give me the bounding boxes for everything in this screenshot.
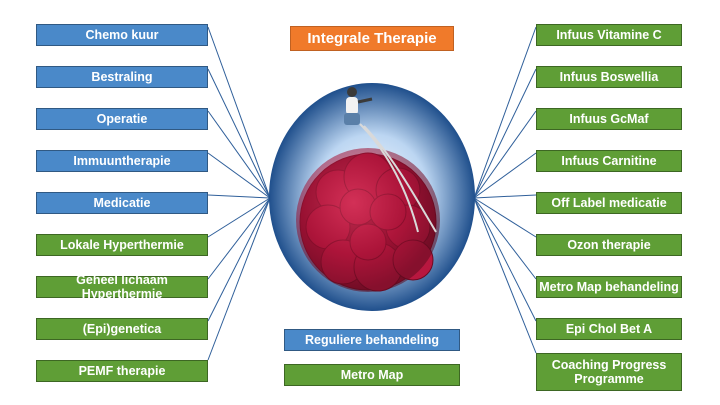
right-item-infuus-carnitine: Infuus Carnitine — [536, 150, 682, 172]
connector-right-6 — [473, 197, 537, 280]
right-item-off-label-medicatie: Off Label medicatie — [536, 192, 682, 214]
connector-left-0 — [207, 26, 271, 199]
connector-left-2 — [207, 110, 271, 199]
left-item-lokale-hyperthermie: Lokale Hyperthermie — [36, 234, 208, 256]
right-item-infuus-boswellia: Infuus Boswellia — [536, 66, 682, 88]
connector-left-8 — [207, 197, 271, 361]
connector-right-2 — [473, 110, 537, 199]
connector-right-4 — [473, 194, 537, 199]
connector-right-0 — [473, 26, 537, 199]
left-item-epi-genetica: (Epi)genetica — [36, 318, 208, 340]
connector-right-5 — [473, 197, 537, 238]
right-item-metro-map-behandeling: Metro Map behandeling — [536, 276, 682, 298]
right-item-infuus-gcmaf: Infuus GcMaf — [536, 108, 682, 130]
left-item-pemf-therapie: PEMF therapie — [36, 360, 208, 382]
left-item-medicatie: Medicatie — [36, 192, 208, 214]
cancer-cell-illustration — [269, 83, 475, 311]
connector-left-1 — [207, 68, 271, 199]
right-item-infuus-vitamine-c: Infuus Vitamine C — [536, 24, 682, 46]
left-item-bestraling: Bestraling — [36, 66, 208, 88]
legend-metro: Metro Map — [284, 364, 460, 386]
left-item-geheel-lichaam-hyperthermie: Geheel lichaam Hyperthermie — [36, 273, 208, 301]
connector-left-6 — [207, 197, 271, 280]
connector-left-5 — [207, 197, 271, 238]
connector-left-7 — [207, 197, 271, 322]
connector-right-3 — [473, 152, 537, 199]
diagram-title: Integrale Therapie — [290, 26, 454, 51]
connector-right-8 — [473, 197, 537, 354]
connector-right-7 — [473, 197, 537, 322]
left-item-operatie: Operatie — [36, 108, 208, 130]
connector-left-4 — [207, 194, 271, 199]
right-item-epi-chol-bet-a: Epi Chol Bet A — [536, 318, 682, 340]
connector-right-1 — [473, 68, 537, 199]
legend-regular: Reguliere behandeling — [284, 329, 460, 351]
connector-left-3 — [207, 152, 271, 199]
right-item-coaching-progress-programme: Coaching Progress Programme — [536, 353, 682, 391]
left-item-chemo-kuur: Chemo kuur — [36, 24, 208, 46]
left-item-immuuntherapie: Immuuntherapie — [36, 150, 208, 172]
right-item-ozon-therapie: Ozon therapie — [536, 234, 682, 256]
